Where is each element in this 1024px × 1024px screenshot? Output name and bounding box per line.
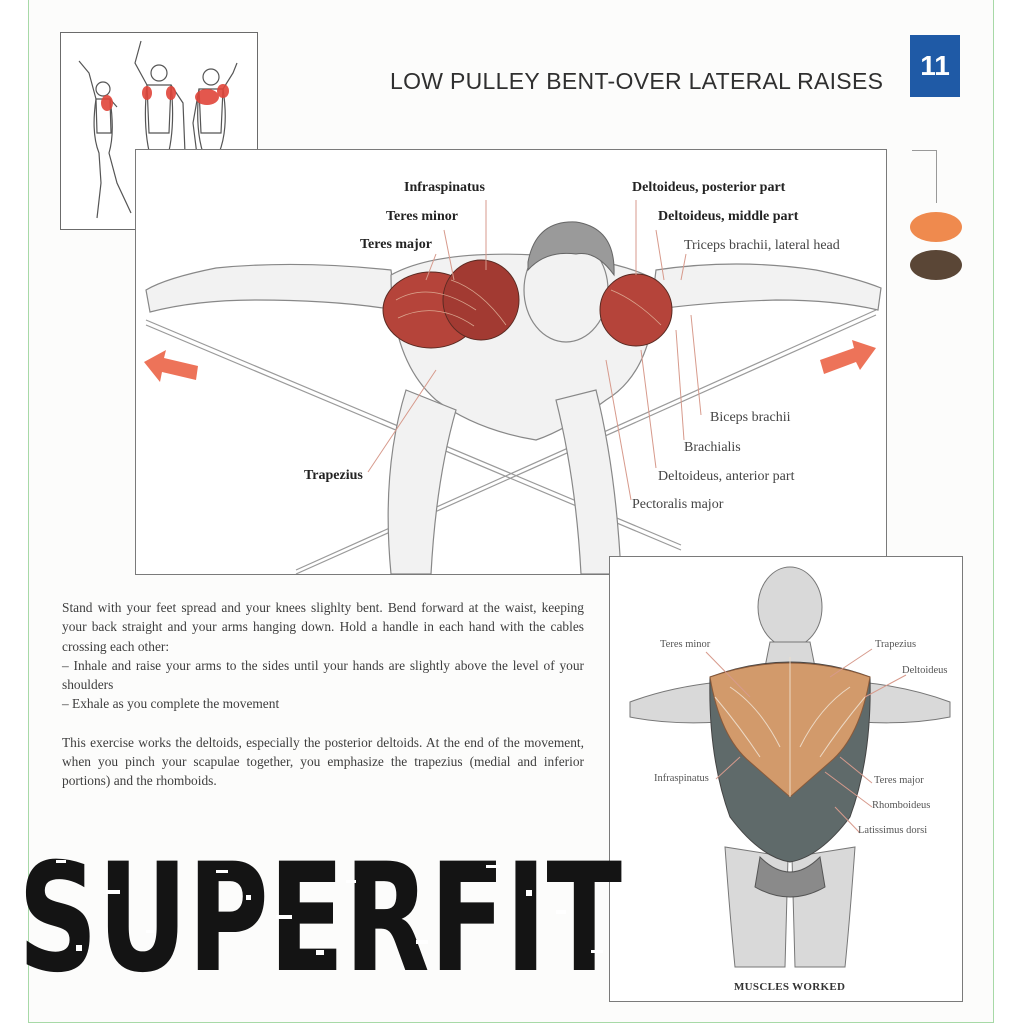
legend-bracket	[912, 150, 937, 203]
superfit-logo-text: SUPERFIT	[18, 832, 622, 990]
right-leg	[555, 389, 622, 575]
bent-over-figure-illustration	[144, 200, 882, 575]
superfit-watermark-logo: SUPERFIT	[16, 806, 626, 1006]
label-teres-minor: Teres minor	[386, 209, 458, 224]
label-biceps: Biceps brachii	[710, 410, 791, 425]
back-label-teres-major: Teres major	[874, 775, 924, 786]
label-brachialis: Brachialis	[684, 440, 741, 455]
back-head	[757, 566, 823, 648]
teres-infraspinatus	[442, 259, 520, 341]
right-arm	[650, 263, 882, 311]
back-right-leg	[791, 846, 856, 968]
left-leg	[387, 389, 457, 575]
back-anatomy-illustration	[629, 566, 951, 968]
muscles-worked-panel: Teres minor Trapezius Deltoideus Infrasp…	[609, 556, 963, 1002]
secondary-muscle-legend-dot	[910, 250, 962, 280]
back-label-infraspinatus: Infraspinatus	[654, 773, 709, 784]
page-number-badge: 11	[910, 35, 960, 97]
back-label-deltoideus: Deltoideus	[902, 665, 948, 676]
back-label-trapezius: Trapezius	[875, 639, 917, 650]
left-arrow	[144, 350, 198, 382]
main-illustration-panel: Infraspinatus Teres minor Teres major De…	[135, 149, 887, 575]
label-trapezius: Trapezius	[304, 468, 363, 483]
left-arm	[145, 263, 397, 313]
instruction-inhale: – Inhale and raise your arms to the side…	[62, 657, 584, 693]
back-right-arm	[859, 681, 951, 724]
back-label-rhomboideus: Rhomboideus	[872, 800, 931, 811]
label-deltoid-posterior: Deltoideus, posterior part	[632, 180, 786, 195]
primary-muscle-legend-dot	[910, 212, 962, 242]
muscle-emphasis-note: This exercise works the deltoids, especi…	[62, 734, 584, 789]
label-deltoid-middle: Deltoideus, middle part	[658, 209, 799, 224]
exercise-description: Stand with your feet spread and your kne…	[62, 598, 584, 791]
back-left-leg	[724, 846, 789, 968]
back-left-arm	[629, 681, 721, 724]
label-pectoralis: Pectoralis major	[632, 497, 724, 512]
three-figures-illustration	[78, 40, 238, 222]
instruction-exhale: – Exhale as you complete the movement	[62, 696, 280, 712]
right-arrow	[820, 340, 876, 374]
back-label-latissimus: Latissimus dorsi	[858, 825, 928, 836]
label-teres-major: Teres major	[360, 237, 432, 252]
back-label-teres-minor: Teres minor	[660, 639, 711, 650]
posterior-deltoid-right	[599, 273, 673, 347]
label-infraspinatus: Infraspinatus	[404, 180, 485, 195]
muscles-worked-caption: MUSCLES WORKED	[734, 981, 846, 993]
label-triceps-lateral: Triceps brachii, lateral head	[684, 238, 840, 253]
instruction-setup: Stand with your feet spread and your kne…	[62, 600, 584, 654]
page-title: LOW PULLEY BENT-OVER LATERAL RAISES	[390, 68, 884, 94]
label-deltoid-anterior: Deltoideus, anterior part	[658, 469, 795, 484]
